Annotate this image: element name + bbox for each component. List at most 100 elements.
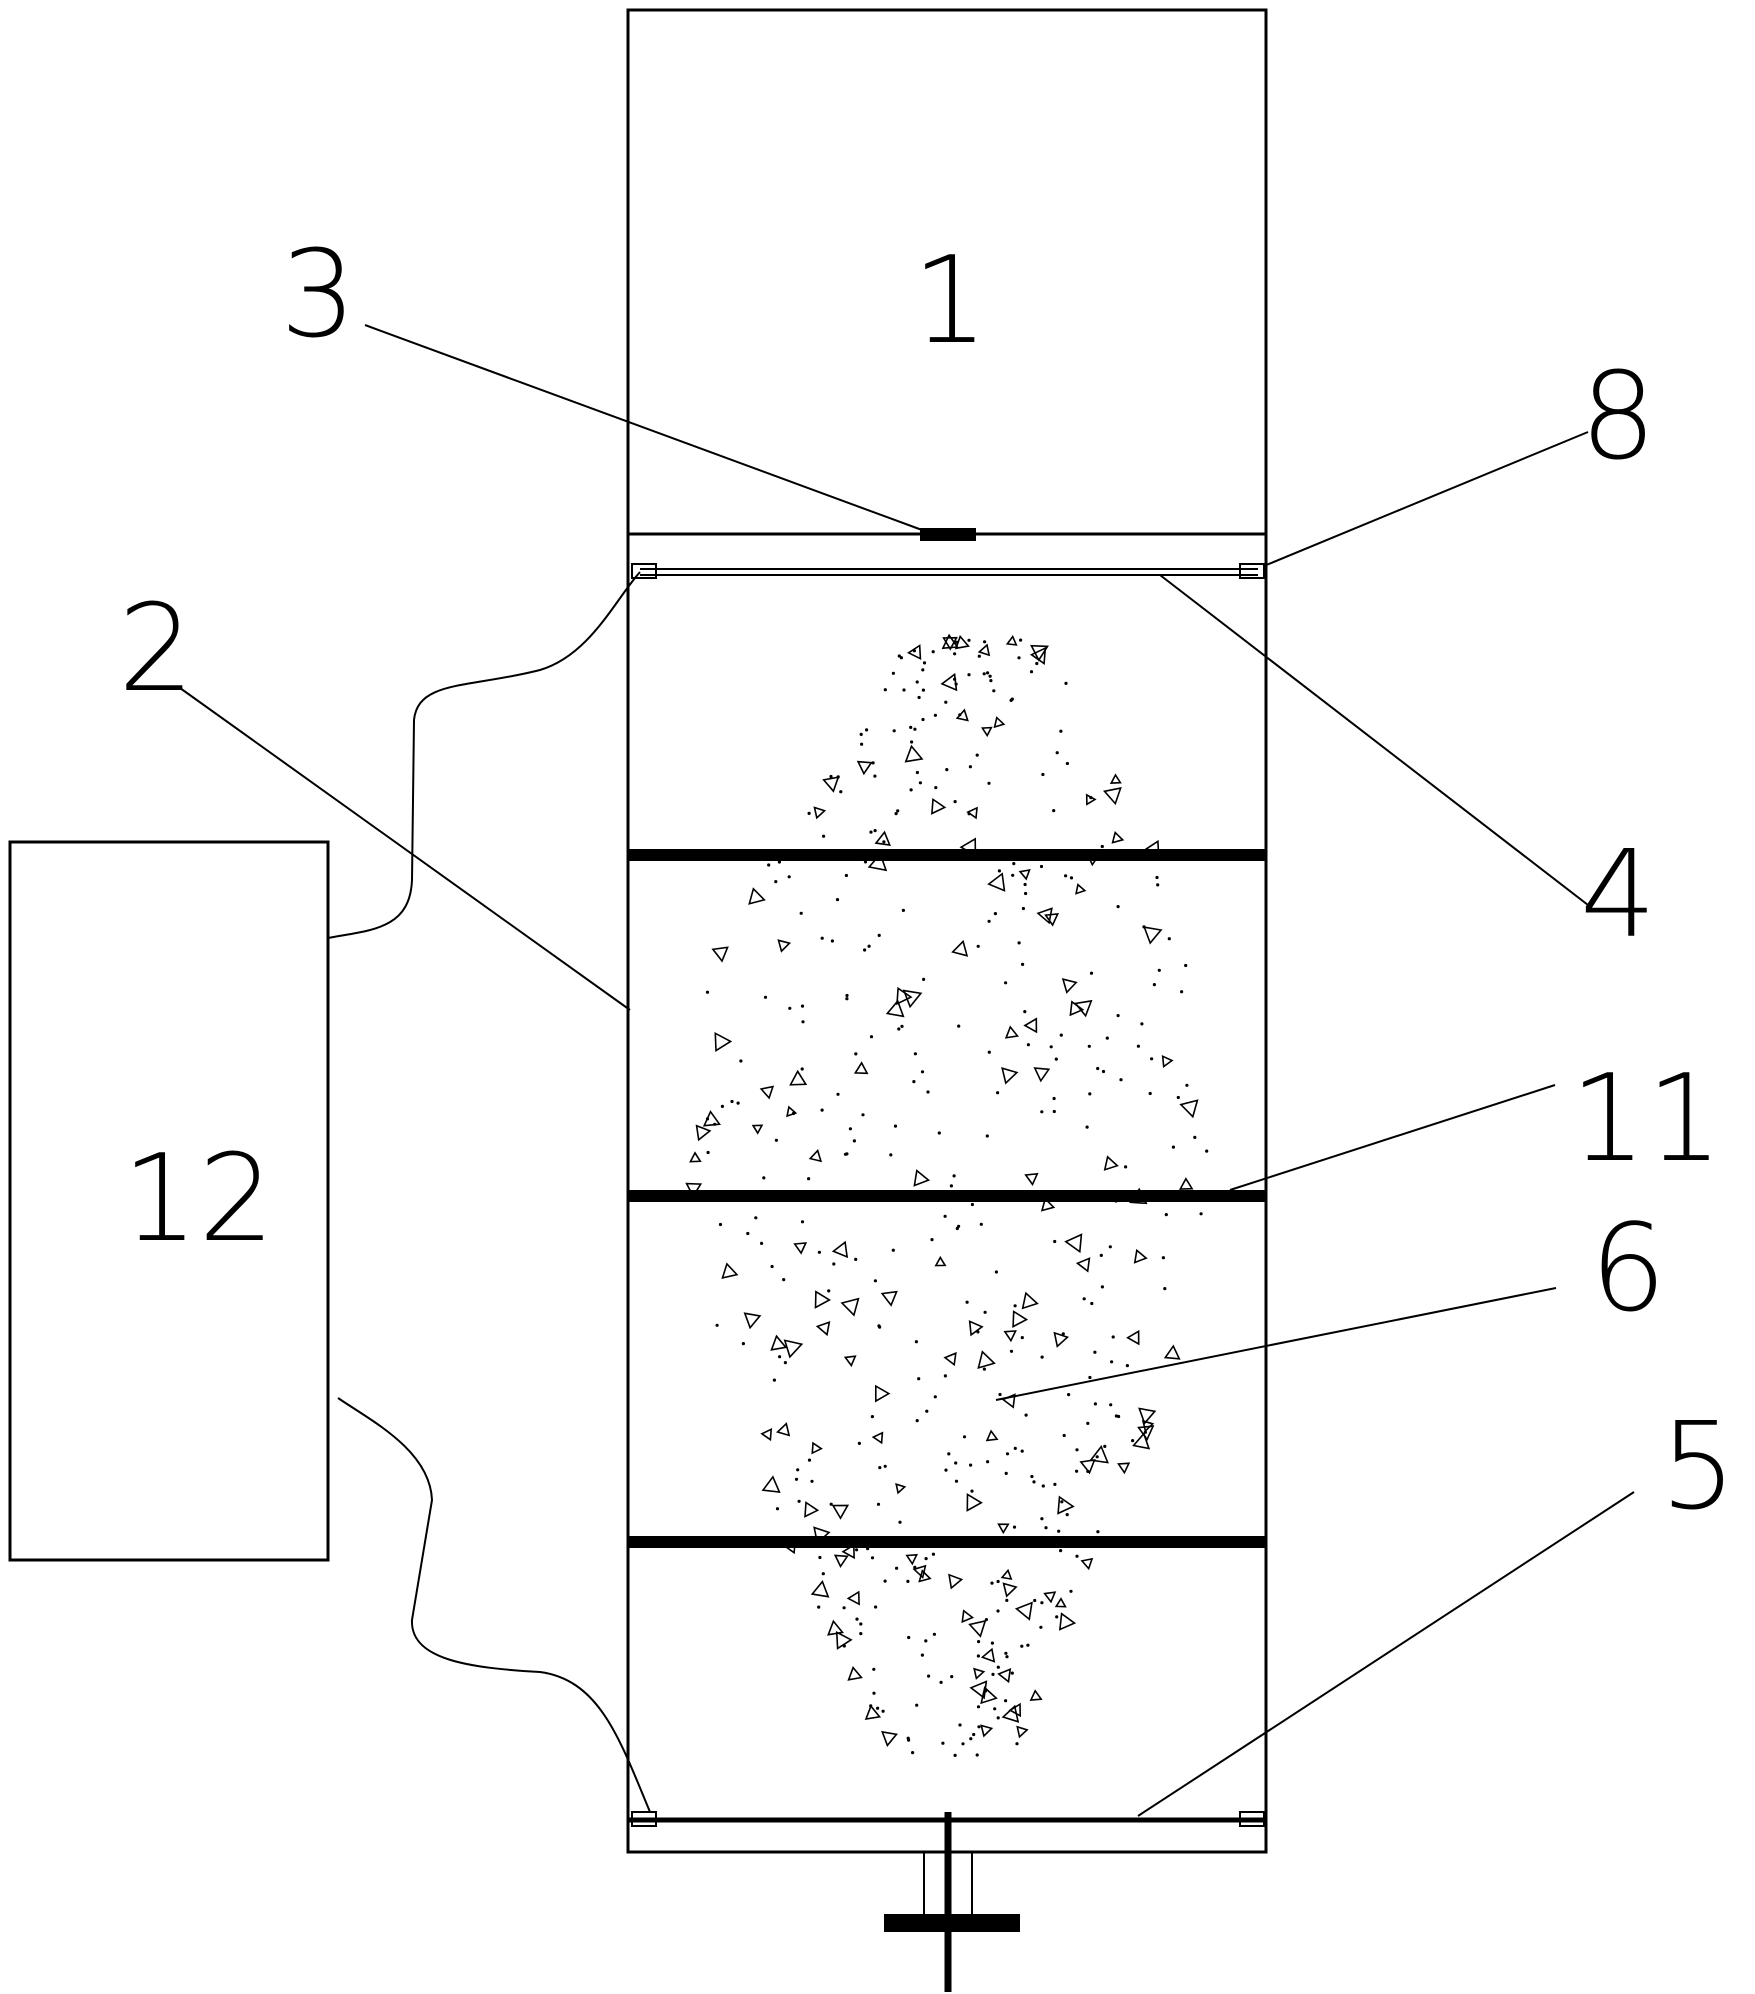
media-grain xyxy=(926,1090,930,1094)
media-grain xyxy=(775,1507,780,1511)
media-grain xyxy=(1125,1364,1129,1368)
media-grain xyxy=(860,742,864,746)
media-grain xyxy=(909,725,913,730)
media-particle xyxy=(880,1290,898,1307)
media-particle xyxy=(811,1441,823,1455)
media-grain xyxy=(970,1489,974,1493)
media-grain xyxy=(932,1632,937,1636)
media-grain xyxy=(829,1502,833,1506)
media-particle xyxy=(1012,1310,1029,1328)
media-particle xyxy=(1064,1233,1083,1254)
media-grain xyxy=(1052,1096,1056,1101)
media-grain xyxy=(1010,1671,1014,1675)
media-grain xyxy=(871,1536,876,1540)
media-grain xyxy=(918,781,923,785)
media-particle xyxy=(1024,1172,1039,1186)
media-grain xyxy=(975,753,979,757)
media-grain xyxy=(990,1581,994,1585)
media-grain xyxy=(1017,656,1021,660)
media-grain xyxy=(1004,1651,1008,1655)
media-grain xyxy=(817,1198,821,1202)
media-particle xyxy=(810,1580,830,1598)
media-grain xyxy=(883,688,887,692)
media-grain xyxy=(1155,875,1159,880)
media-particle xyxy=(864,1704,882,1721)
media-particle xyxy=(1054,1597,1067,1608)
media-grain xyxy=(945,768,949,772)
media-grain xyxy=(925,1409,929,1413)
media-grain xyxy=(982,1367,987,1371)
media-particle xyxy=(955,708,969,722)
media-grain xyxy=(970,1202,975,1207)
media-grain xyxy=(799,911,803,915)
media-grain xyxy=(869,1035,874,1039)
media-grain xyxy=(1052,1109,1056,1114)
media-grain xyxy=(1156,883,1160,887)
media-grain xyxy=(1055,851,1059,855)
media-grain xyxy=(772,1378,777,1382)
media-grain xyxy=(1005,1655,1009,1659)
media-grain xyxy=(859,1632,863,1636)
media-grain xyxy=(991,1672,995,1676)
media-grain xyxy=(1044,1526,1048,1530)
media-particle xyxy=(1163,1344,1181,1360)
media-grain xyxy=(715,1323,719,1327)
media-grain xyxy=(1039,1625,1043,1629)
label-2: 2 xyxy=(118,580,194,719)
media-grain xyxy=(1033,1598,1037,1603)
media-grain xyxy=(1040,1601,1044,1605)
media-grain xyxy=(1011,873,1015,877)
media-particle xyxy=(871,1431,884,1445)
media-grain xyxy=(987,1050,991,1054)
media-grain xyxy=(954,1461,958,1465)
media-particle xyxy=(789,1069,808,1086)
media-grain xyxy=(1005,1452,1010,1456)
media-particle xyxy=(1117,1462,1131,1475)
media-grain xyxy=(928,1543,932,1547)
media-grain xyxy=(870,1556,875,1560)
media-grain xyxy=(1079,1196,1083,1200)
media-grain xyxy=(835,898,840,902)
media-particle xyxy=(1178,1177,1194,1190)
media-grain xyxy=(1052,1535,1056,1540)
media-grain xyxy=(968,765,973,769)
media-particle xyxy=(1033,1067,1051,1083)
media-grain xyxy=(1021,962,1025,967)
media-grain xyxy=(934,786,938,790)
media-grain xyxy=(993,1707,997,1711)
control-box xyxy=(8,840,330,1562)
outlet-flange xyxy=(884,1914,1020,1932)
media-grain xyxy=(976,944,980,948)
media-grain xyxy=(930,1238,934,1242)
media-particle xyxy=(973,1667,986,1680)
media-grain xyxy=(708,1196,712,1200)
media-grain xyxy=(1093,1350,1097,1354)
media-grain xyxy=(1057,1529,1061,1533)
media-grain xyxy=(876,1502,881,1506)
media-grain xyxy=(715,1197,720,1201)
media-particle xyxy=(1103,1155,1119,1171)
leader-6 xyxy=(995,1287,1557,1401)
media-grain xyxy=(914,1340,919,1344)
media-grain xyxy=(898,1520,902,1524)
media-grain xyxy=(1021,906,1025,911)
media-grain xyxy=(920,1070,925,1074)
media-particle xyxy=(1057,1495,1075,1515)
media-grain xyxy=(977,1640,981,1644)
media-grain xyxy=(739,1059,743,1063)
media-particle xyxy=(1030,644,1049,662)
media-grain xyxy=(982,672,986,676)
media-particle xyxy=(1001,1067,1019,1085)
media-grain xyxy=(867,944,871,948)
media-grain xyxy=(976,1330,980,1334)
media-particle xyxy=(948,1573,964,1590)
media-grain xyxy=(1005,1598,1009,1602)
media-grain xyxy=(1171,1145,1175,1149)
media-grain xyxy=(1069,876,1074,880)
media-grain xyxy=(893,1124,898,1128)
media-grain xyxy=(1142,925,1146,929)
media-grain xyxy=(1053,1239,1057,1244)
media-grain xyxy=(917,695,921,700)
label-1: 1 xyxy=(912,232,988,371)
media-particle xyxy=(831,1240,849,1259)
